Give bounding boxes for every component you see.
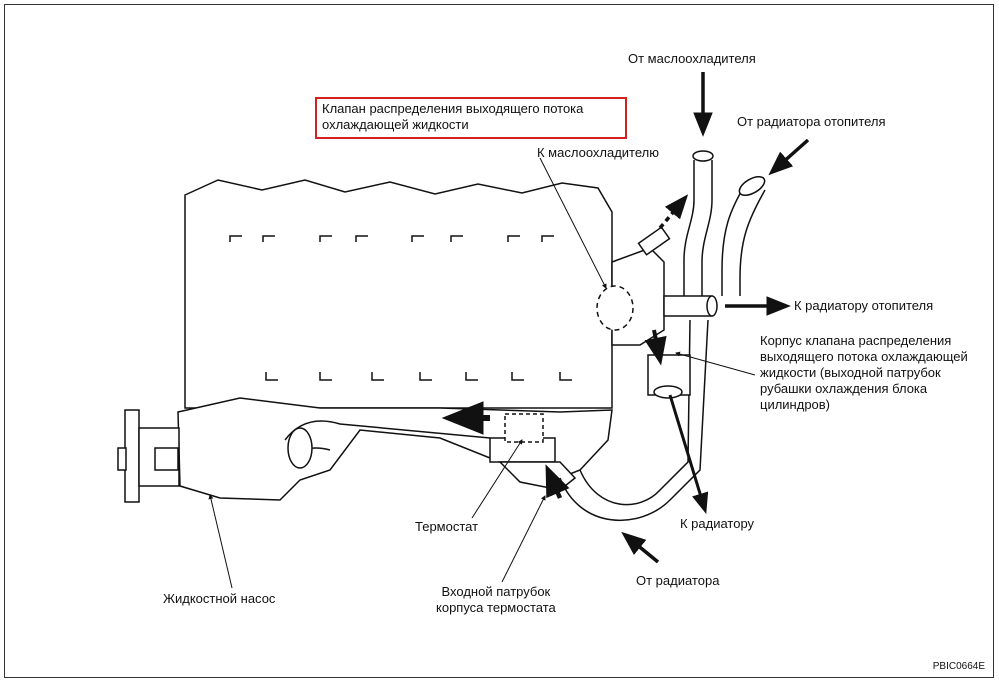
valve-housing-line4: рубашки охлаждения блока — [760, 381, 928, 396]
label-water-pump: Жидкостной насос — [163, 591, 276, 606]
leader-lines — [208, 157, 756, 589]
label-thermostat: Термостат — [415, 519, 479, 534]
label-thermostat-inlet: Входной патрубок корпуса термостата — [436, 584, 556, 616]
valve-housing-line2: выходящего потока охлаждающей — [760, 349, 968, 364]
valve-housing-line1: Корпус клапана распределения — [760, 333, 952, 348]
figure-frame — [4, 4, 994, 678]
flow-arrows — [441, 72, 810, 564]
lower-housing — [117, 397, 613, 503]
oil-cooler-pipes — [683, 150, 766, 296]
thermostat-inlet-line2: корпуса термостата — [436, 600, 556, 615]
label-to-heater-radiator: К радиатору отопителя — [794, 298, 934, 313]
block-marks — [229, 235, 572, 381]
figure-code: PBIC0664E — [932, 661, 985, 672]
valve-housing-line3: жидкости (выходной патрубок — [760, 365, 941, 380]
label-to-radiator: К радиатору — [680, 516, 755, 531]
radiator-return-hose — [559, 319, 709, 521]
heater-outlet-pipe — [663, 295, 718, 317]
engine-block — [184, 179, 613, 409]
valve-housing-line5: цилиндров) — [760, 397, 831, 412]
label-from-heater-radiator: От радиатора отопителя — [737, 114, 886, 129]
label-to-oil-cooler: К маслоохладителю — [537, 145, 660, 160]
valve-highlight-box: Клапан распределения выходящего потока о… — [315, 97, 627, 139]
label-from-radiator: От радиатора — [636, 573, 720, 588]
valve-highlight-line1: Клапан распределения выходящего потока — [322, 101, 584, 116]
label-from-oil-cooler: От маслоохладителя — [628, 51, 756, 66]
thermostat-inlet-line1: Входной патрубок — [441, 584, 551, 599]
pump-inlet-pipe — [284, 420, 491, 441]
label-valve-housing: Корпус клапана распределения выходящего … — [760, 333, 968, 413]
valve-highlight-line2: охлаждающей жидкости — [322, 117, 469, 132]
